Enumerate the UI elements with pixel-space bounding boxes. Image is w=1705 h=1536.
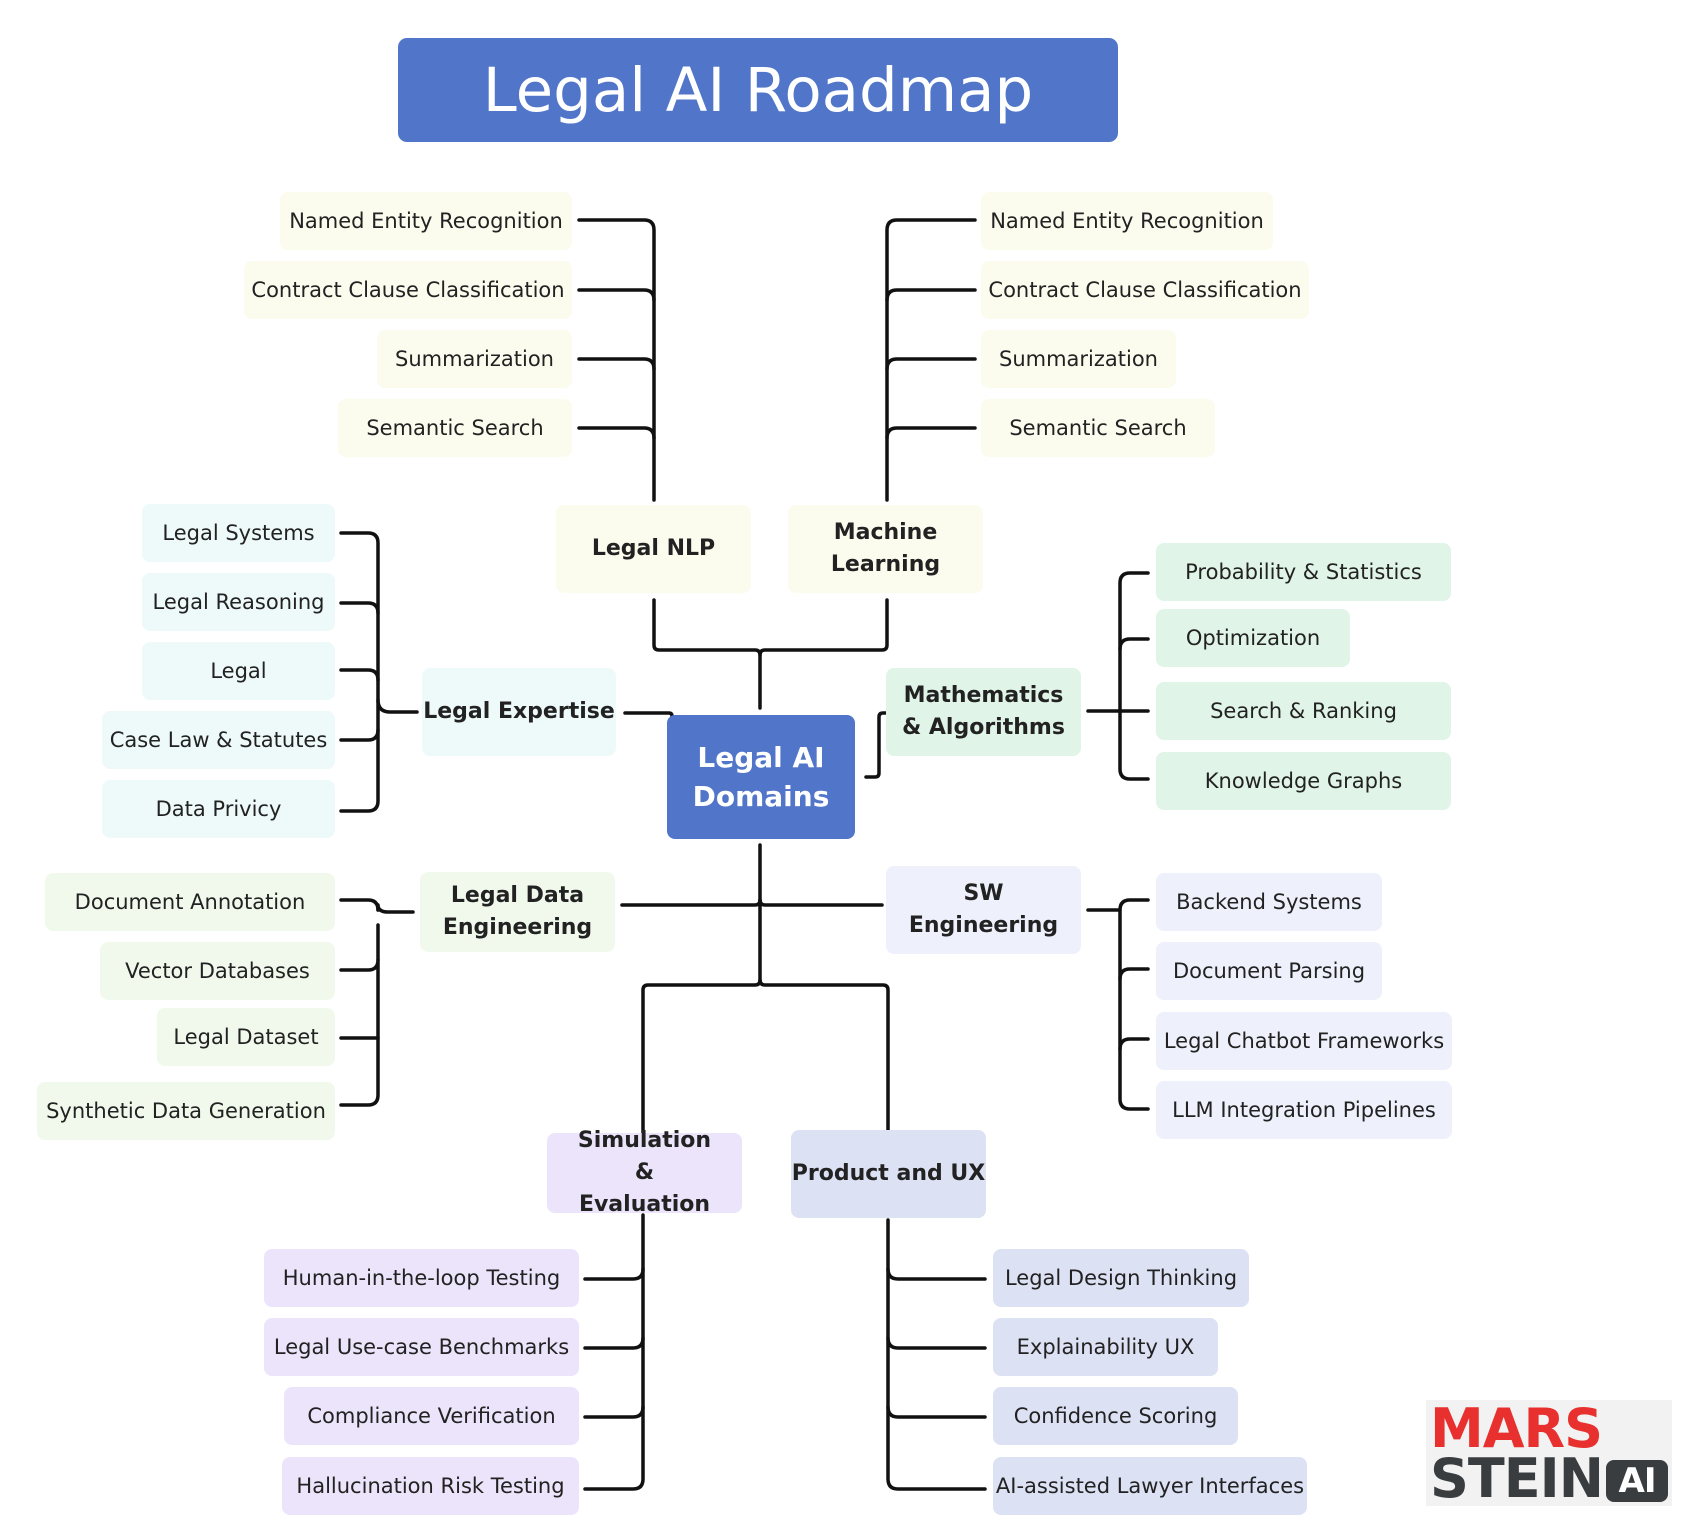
- category-legal-data-engineering[interactable]: Legal Data Engineering: [420, 872, 615, 952]
- leaf-expertise-data-privicy[interactable]: Data Privicy: [102, 780, 335, 838]
- leaf-product-ai-assisted-lawyer-interfaces[interactable]: AI-assisted Lawyer Interfaces: [993, 1457, 1307, 1515]
- leaf-data-vector-databases[interactable]: Vector Databases: [100, 942, 335, 1000]
- leaf-nlp-semantic-search[interactable]: Semantic Search: [338, 399, 572, 457]
- leaf-nlp-summarization[interactable]: Summarization: [377, 330, 572, 388]
- category-mathematics-algorithms[interactable]: Mathematics & Algorithms: [886, 668, 1081, 756]
- leaf-math-optimization[interactable]: Optimization: [1156, 609, 1350, 667]
- leaf-sw-backend-systems[interactable]: Backend Systems: [1156, 873, 1382, 931]
- leaf-ml-contract-clause-classification[interactable]: Contract Clause Classification: [981, 261, 1309, 319]
- leaf-product-legal-design-thinking[interactable]: Legal Design Thinking: [993, 1249, 1249, 1307]
- leaf-math-search-ranking[interactable]: Search & Ranking: [1156, 682, 1451, 740]
- logo-text-mars: MARS: [1430, 1397, 1603, 1460]
- leaf-data-document-annotation[interactable]: Document Annotation: [45, 873, 335, 931]
- page-title: Legal AI Roadmap: [398, 38, 1118, 142]
- category-legal-nlp[interactable]: Legal NLP: [556, 505, 751, 593]
- leaf-ml-semantic-search[interactable]: Semantic Search: [981, 399, 1215, 457]
- leaf-expertise-legal-systems[interactable]: Legal Systems: [142, 504, 335, 562]
- category-sw-engineering[interactable]: SW Engineering: [886, 866, 1081, 954]
- leaf-sw-legal-chatbot-frameworks[interactable]: Legal Chatbot Frameworks: [1156, 1012, 1452, 1070]
- category-machine-learning[interactable]: Machine Learning: [788, 505, 983, 593]
- marsstein-ai-logo: MARS STEIN AI: [1426, 1397, 1672, 1510]
- leaf-expertise-legal[interactable]: Legal: [142, 642, 335, 700]
- leaf-ml-summarization[interactable]: Summarization: [981, 330, 1176, 388]
- leaf-sim-legal-use-case-benchmarks[interactable]: Legal Use-case Benchmarks: [264, 1318, 579, 1376]
- leaf-expertise-legal-reasoning[interactable]: Legal Reasoning: [142, 573, 335, 631]
- logo-ai-badge: AI: [1606, 1460, 1668, 1502]
- leaf-sim-compliance-verification[interactable]: Compliance Verification: [284, 1387, 579, 1445]
- leaf-data-synthetic-data-generation[interactable]: Synthetic Data Generation: [37, 1082, 335, 1140]
- leaf-data-legal-dataset[interactable]: Legal Dataset: [157, 1008, 335, 1066]
- logo-text-stein: STEIN: [1430, 1447, 1604, 1510]
- leaf-ml-named-entity-recognition[interactable]: Named Entity Recognition: [981, 192, 1273, 250]
- leaf-expertise-case-law-statutes[interactable]: Case Law & Statutes: [102, 711, 335, 769]
- leaf-sim-human-in-the-loop-testing[interactable]: Human-in-the-loop Testing: [264, 1249, 579, 1307]
- leaf-math-probability-statistics[interactable]: Probability & Statistics: [1156, 543, 1451, 601]
- leaf-sw-document-parsing[interactable]: Document Parsing: [1156, 942, 1382, 1000]
- leaf-sw-llm-integration-pipelines[interactable]: LLM Integration Pipelines: [1156, 1081, 1452, 1139]
- category-legal-expertise[interactable]: Legal Expertise: [422, 668, 616, 756]
- leaf-nlp-named-entity-recognition[interactable]: Named Entity Recognition: [280, 192, 572, 250]
- leaf-math-knowledge-graphs[interactable]: Knowledge Graphs: [1156, 752, 1451, 810]
- category-simulation-evaluation[interactable]: Simulation & Evaluation: [547, 1128, 742, 1217]
- leaf-product-explainability-ux[interactable]: Explainability UX: [993, 1318, 1218, 1376]
- center-node[interactable]: Legal AI Domains: [667, 715, 855, 839]
- leaf-nlp-contract-clause-classification[interactable]: Contract Clause Classification: [244, 261, 572, 319]
- leaf-product-confidence-scoring[interactable]: Confidence Scoring: [993, 1387, 1238, 1445]
- category-product-and-ux[interactable]: Product and UX: [791, 1130, 986, 1218]
- leaf-sim-hallucination-risk-testing[interactable]: Hallucination Risk Testing: [282, 1457, 579, 1515]
